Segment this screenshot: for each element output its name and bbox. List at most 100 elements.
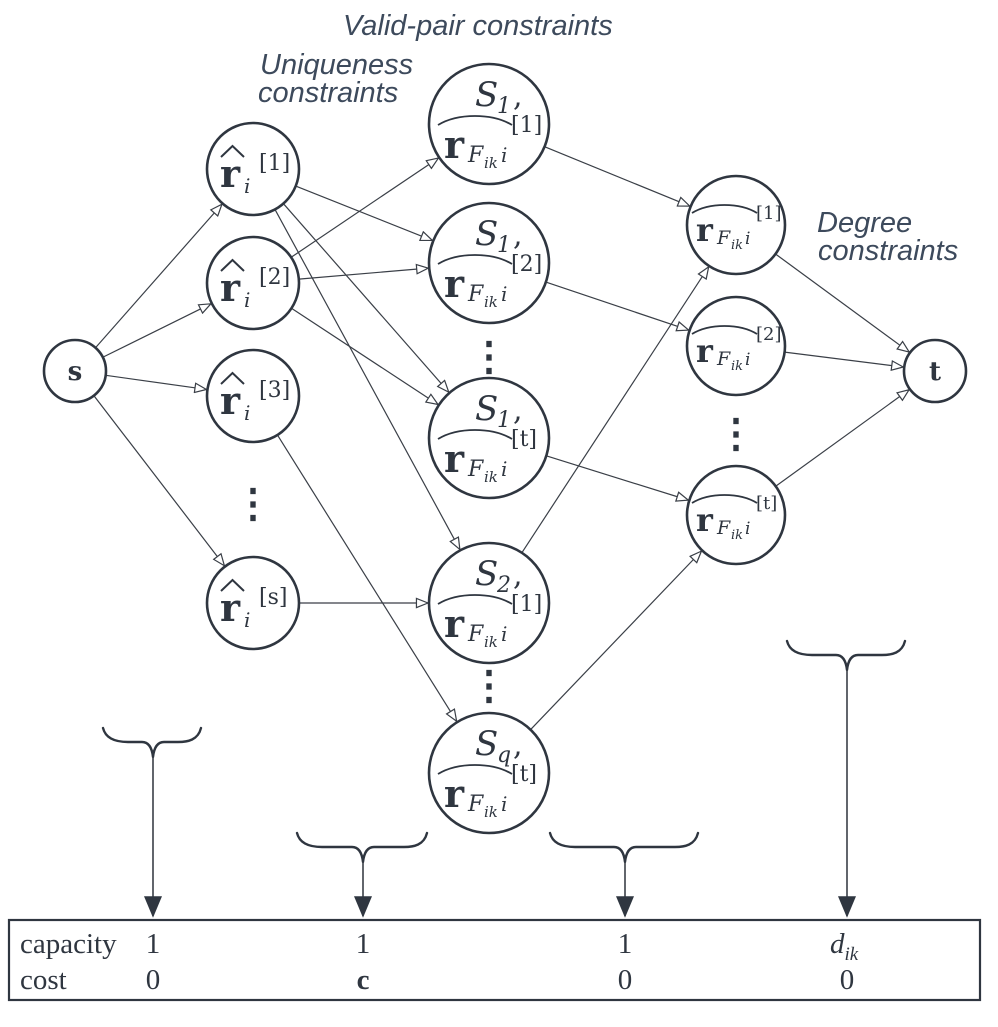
sink-label: t [929, 357, 941, 387]
ellipsis-right: ⋮ [716, 410, 756, 457]
mid-node-f-3-F: F [467, 622, 484, 647]
source-label: s [68, 357, 83, 387]
right-node-i-1: i [745, 350, 750, 370]
mid-node-1 [427, 201, 551, 325]
edge-right-0-to-t [775, 253, 910, 352]
mid-node-4 [427, 711, 551, 835]
right-node-hat-2 [691, 494, 758, 504]
capacity-col4: dik [830, 928, 859, 965]
cost-col2: c [357, 964, 370, 996]
mid-node-r-1: r [444, 261, 465, 306]
left-node-hat-0 [220, 144, 245, 158]
left-node-sub-2: i [244, 401, 250, 425]
mid-node-index-2: [t] [511, 427, 537, 452]
left-node-sub-1: i [244, 288, 250, 312]
edge-s-to-left-2 [105, 374, 207, 389]
ellipsis-mid-2: ⋮ [469, 662, 509, 709]
mid-node-hat-4 [437, 764, 513, 775]
edge-mid-3-to-right-0 [521, 267, 709, 554]
brace-uniqueness [101, 726, 203, 759]
mid-node-S-2: S [475, 389, 498, 429]
edge-left-1-to-mid-2 [291, 307, 438, 404]
source-node [42, 338, 108, 404]
right-node-ik-0: ik [731, 238, 743, 253]
row-label-cost: cost [20, 964, 67, 996]
mid-node-f-1-F: F [467, 282, 484, 307]
mid-node-f-1-ik: ik [484, 293, 498, 311]
row-label-capacity: capacity [20, 928, 117, 960]
right-node-ik-1: ik [731, 359, 743, 374]
mid-node-hat-0 [437, 115, 513, 126]
mid-node-comma-2: , [513, 393, 523, 428]
right-node-r-0: r [696, 211, 714, 249]
right-node-0 [685, 174, 787, 276]
left-node-index-0: [1] [259, 151, 290, 176]
brace-valid-pair [295, 831, 429, 864]
edge-left-0-to-mid-1 [295, 185, 433, 240]
edge-left-0-to-mid-3 [274, 209, 460, 549]
left-node-r-1: r [220, 265, 241, 310]
left-node-hat-1 [220, 258, 245, 272]
mid-node-comma-3: , [513, 558, 523, 593]
right-node-F-0: F [716, 227, 731, 249]
brace-degree [785, 639, 907, 672]
right-node-2 [685, 464, 787, 566]
left-node-2 [205, 348, 301, 444]
edge-right-2-to-t [775, 390, 909, 487]
right-node-1 [685, 295, 787, 397]
mid-node-S-sub-3: 2 [496, 573, 511, 598]
left-node-1 [205, 235, 301, 331]
right-node-F-1: F [716, 348, 731, 370]
mid-node-f-3-ik: ik [484, 633, 498, 651]
edge-left-1-to-mid-0 [290, 158, 438, 258]
left-node-hat-2 [220, 371, 245, 385]
left-node-sub-0: i [244, 174, 250, 198]
right-node-F-2: F [716, 517, 731, 539]
mid-node-index-1: [2] [511, 252, 542, 277]
right-node-index-2: [t] [756, 493, 777, 514]
left-node-index-2: [3] [259, 378, 290, 403]
mid-node-f-2-F: F [467, 457, 484, 482]
right-node-r-2: r [696, 501, 714, 539]
left-node-r-0: r [220, 151, 241, 196]
sink-node [902, 338, 968, 404]
mid-node-index-0: [1] [511, 113, 542, 138]
left-node-r-2: r [220, 378, 241, 423]
edge-mid-4-to-right-2 [530, 551, 701, 731]
edge-s-to-left-0 [95, 204, 221, 349]
edge-mid-0-to-right-0 [544, 146, 690, 206]
left-node-hat-3 [220, 578, 245, 592]
cost-col1: 0 [146, 964, 161, 996]
mid-node-S-3: S [475, 554, 498, 594]
capacity-col1: 1 [146, 928, 161, 960]
capacity-col4-base: d [830, 928, 845, 960]
right-node-i-0: i [745, 229, 750, 249]
left-node-index-1: [2] [259, 265, 290, 290]
mid-node-f-4-i: i [501, 792, 507, 816]
mid-node-S-4: S [475, 724, 498, 764]
mid-node-S-1: S [475, 214, 498, 254]
mid-node-r-3: r [444, 601, 465, 646]
capacity-col4-sub: ik [845, 944, 859, 965]
uniqueness-constraints-label-line2: constraints [258, 77, 398, 109]
left-node-0 [205, 121, 301, 217]
mid-node-S-sub-4: q [497, 743, 511, 768]
left-node-r-3: r [220, 585, 241, 630]
mid-node-hat-2 [437, 429, 513, 440]
capacity-col3: 1 [618, 928, 633, 960]
mid-node-comma-0: , [513, 79, 523, 114]
mid-node-f-0-ik: ik [484, 154, 498, 172]
mid-node-comma-4: , [513, 728, 523, 763]
edge-left-2-to-mid-4 [276, 434, 456, 721]
ellipsis-mid-1: ⋮ [469, 333, 509, 380]
mid-node-index-4: [t] [511, 762, 537, 787]
uniqueness-constraints-label-line1: Uniqueness [260, 49, 413, 81]
